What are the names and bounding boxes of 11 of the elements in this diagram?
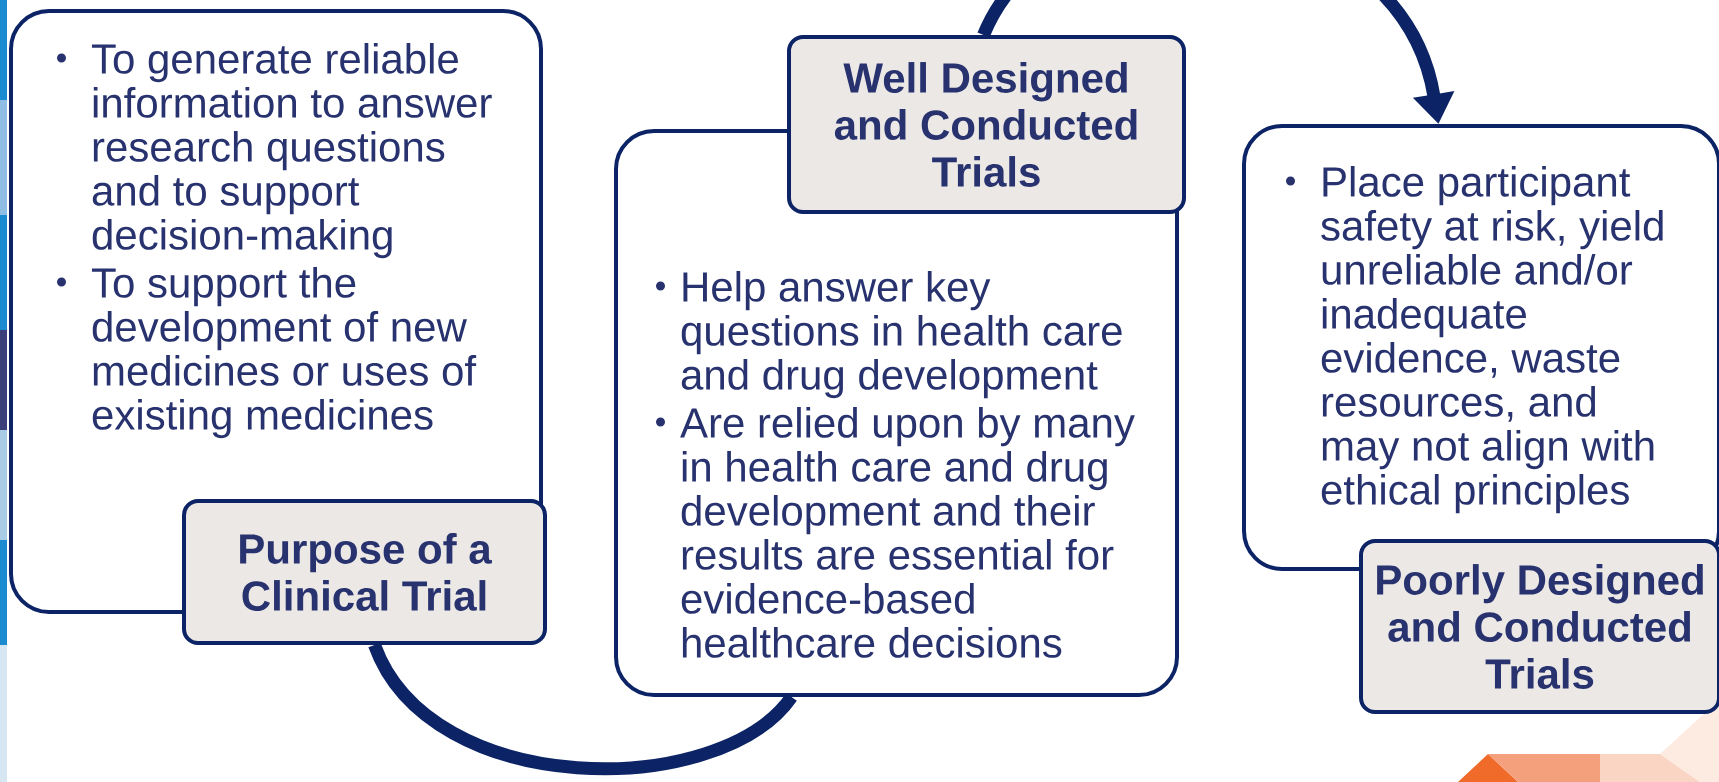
heading: Well Designed and Conducted Trials <box>834 62 1137 187</box>
heading-tab <box>1359 539 1719 714</box>
heading: Poorly Designed and Conducted Trials <box>1377 564 1703 689</box>
heading: Purpose of a Clinical Trial <box>240 533 492 611</box>
bullet-text: Place participant safety at risk, yield unreliable and/or inadequate evidence, waste resources, and may not align with ethical principles <box>1321 166 1663 514</box>
bullet-text: Are relied upon by many in health care and drug development and their results are essential for evidence-based healthcare decisions <box>680 407 1135 658</box>
bullet-text: Help answer key questions in health care and drug development <box>681 271 1122 399</box>
bullet-text: To generate reliable information to answer research questions and to support decision-making <box>91 43 492 259</box>
heading-tab <box>787 35 1186 214</box>
heading-tab <box>182 499 547 645</box>
bullet-text: To support the development of new medicines or uses of existing medicines <box>91 267 477 439</box>
